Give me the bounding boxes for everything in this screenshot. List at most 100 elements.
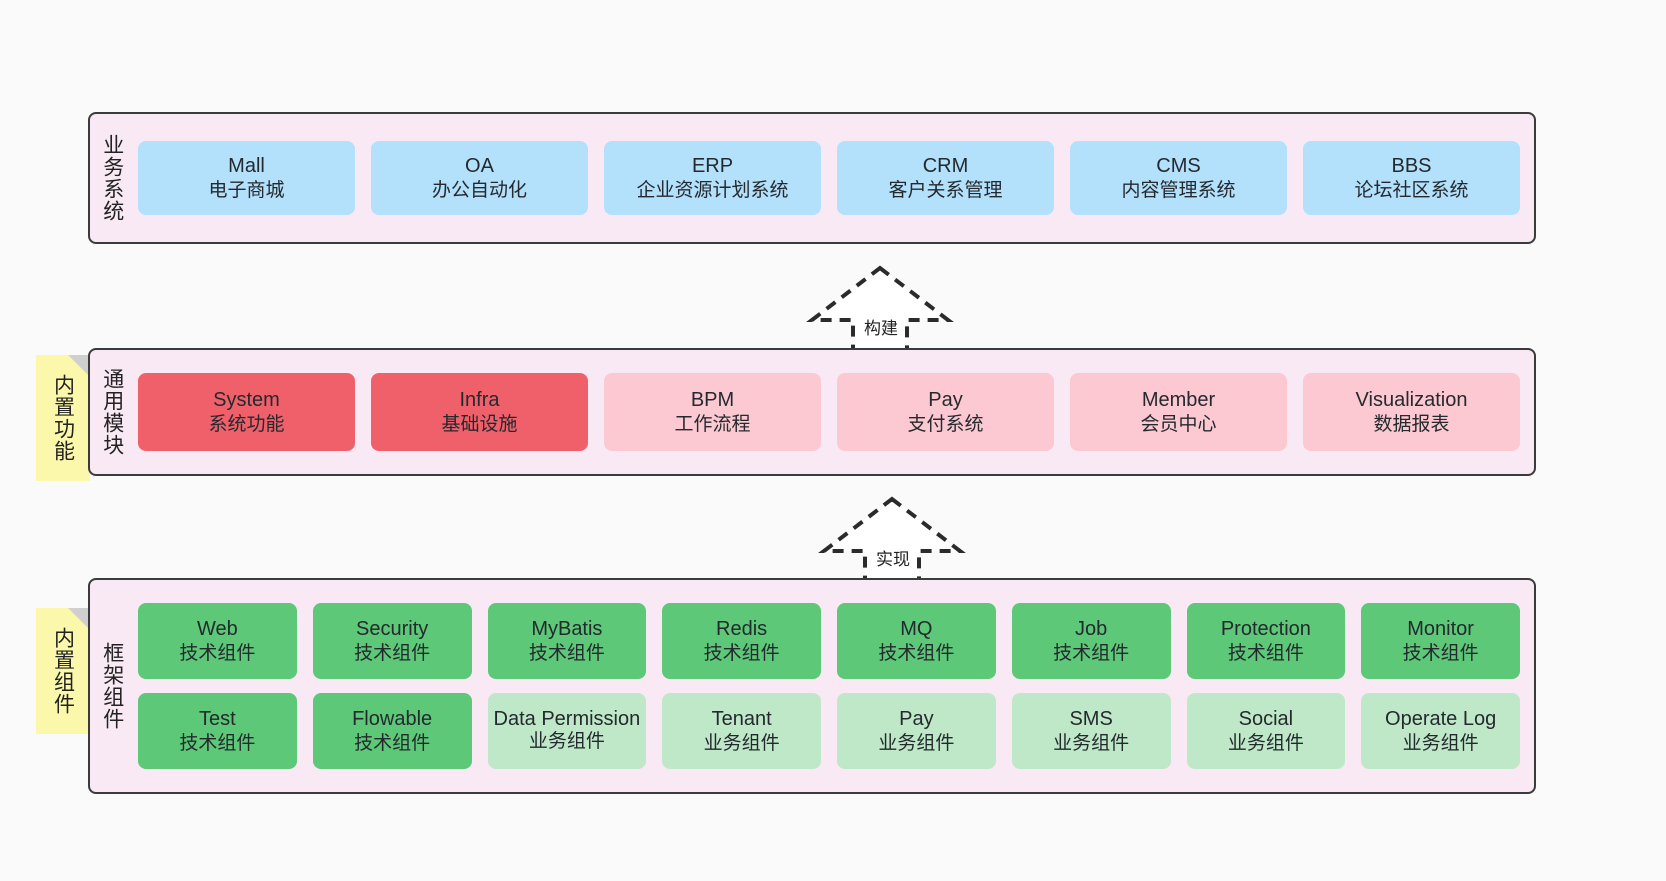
note-label: 内置功能 — [51, 374, 75, 462]
card-infra[interactable]: Infra 基础设施 — [371, 373, 588, 451]
card-mybatis[interactable]: MyBatis 技术组件 — [487, 603, 647, 679]
card-crm[interactable]: CRM 客户关系管理 — [837, 141, 1054, 215]
card-subtitle: 技术组件 — [1402, 642, 1479, 664]
arrow-implement: 实现 — [812, 495, 972, 587]
card-oa[interactable]: OA 办公自动化 — [371, 141, 588, 215]
layer-common-modules: 通用模块 System 系统功能 Infra 基础设施 BPM 工作流程 Pay… — [88, 348, 1536, 476]
card-title: Web — [196, 618, 238, 641]
card-data-permission[interactable]: Data Permission 业务组件 — [487, 693, 647, 769]
card-title: Protection — [1220, 618, 1311, 641]
card-title: Social — [1238, 708, 1294, 731]
card-title: Visualization — [1355, 389, 1468, 412]
card-subtitle: 电子商城 — [208, 179, 285, 201]
card-subtitle: 办公自动化 — [431, 179, 527, 201]
card-title: Pay — [928, 389, 963, 412]
card-title: BPM — [690, 389, 735, 412]
card-title: SMS — [1069, 708, 1113, 731]
card-title: ERP — [691, 155, 734, 178]
card-subtitle: 系统功能 — [208, 413, 285, 435]
layer-title-business-system: 业务系统 — [100, 134, 124, 222]
card-subtitle: 技术组件 — [1227, 642, 1304, 664]
card-subtitle: 数据报表 — [1373, 413, 1450, 435]
card-title: CRM — [922, 155, 969, 178]
framework-components-grid: Web 技术组件 Security 技术组件 MyBatis 技术组件 Redi… — [134, 580, 1534, 792]
card-subtitle: 技术组件 — [528, 642, 605, 664]
card-subtitle: 企业资源计划系统 — [636, 179, 789, 201]
card-subtitle: 业务组件 — [528, 730, 605, 752]
card-subtitle: 基础设施 — [441, 413, 518, 435]
card-subtitle: 内容管理系统 — [1121, 179, 1236, 201]
card-title: Infra — [459, 389, 500, 412]
card-mall[interactable]: Mall 电子商城 — [138, 141, 355, 215]
card-member[interactable]: Member 会员中心 — [1070, 373, 1287, 451]
card-subtitle: 业务组件 — [1402, 732, 1479, 754]
card-subtitle: 业务组件 — [878, 732, 955, 754]
card-subtitle: 技术组件 — [878, 642, 955, 664]
card-job[interactable]: Job 技术组件 — [1011, 603, 1171, 679]
card-subtitle: 技术组件 — [1053, 642, 1130, 664]
card-subtitle: 客户关系管理 — [888, 179, 1003, 201]
card-flowable[interactable]: Flowable 技术组件 — [312, 693, 472, 769]
card-subtitle: 支付系统 — [907, 413, 984, 435]
card-subtitle: 业务组件 — [1227, 732, 1304, 754]
card-title: BBS — [1391, 155, 1432, 178]
arrow-build: 构建 — [800, 264, 960, 356]
card-redis[interactable]: Redis 技术组件 — [662, 603, 821, 679]
layer-title-framework-components: 框架组件 — [100, 642, 124, 730]
card-title: Flowable — [352, 708, 433, 731]
card-system[interactable]: System 系统功能 — [138, 373, 355, 451]
card-title: OA — [465, 155, 494, 178]
card-title: Mall — [228, 155, 265, 178]
card-bpm[interactable]: BPM 工作流程 — [604, 373, 821, 451]
card-title: System — [213, 389, 280, 412]
framework-business-row: Test 技术组件 Flowable 技术组件 Data Permission … — [138, 693, 1520, 769]
card-subtitle: 会员中心 — [1140, 413, 1217, 435]
card-subtitle: 业务组件 — [1053, 732, 1130, 754]
card-subtitle: 技术组件 — [703, 642, 780, 664]
card-subtitle: 技术组件 — [179, 732, 256, 754]
card-operate-log[interactable]: Operate Log 业务组件 — [1361, 693, 1520, 769]
card-subtitle: 论坛社区系统 — [1354, 179, 1469, 201]
card-title: Data Permission — [493, 708, 641, 731]
card-subtitle: 技术组件 — [354, 642, 431, 664]
card-pay[interactable]: Pay 支付系统 — [837, 373, 1054, 451]
card-protection[interactable]: Protection 技术组件 — [1186, 603, 1346, 679]
card-social[interactable]: Social 业务组件 — [1186, 693, 1346, 769]
card-title: Test — [199, 708, 236, 731]
card-subtitle: 技术组件 — [354, 732, 431, 754]
card-title: Pay — [899, 708, 934, 731]
note-label: 内置组件 — [51, 627, 75, 715]
framework-tech-row: Web 技术组件 Security 技术组件 MyBatis 技术组件 Redi… — [138, 603, 1520, 679]
card-erp[interactable]: ERP 企业资源计划系统 — [604, 141, 821, 215]
card-monitor[interactable]: Monitor 技术组件 — [1361, 603, 1520, 679]
card-title: Job — [1075, 618, 1108, 641]
arrow-build-label: 构建 — [864, 319, 898, 338]
card-pay-component[interactable]: Pay 业务组件 — [837, 693, 996, 769]
card-subtitle: 业务组件 — [703, 732, 780, 754]
card-bbs[interactable]: BBS 论坛社区系统 — [1303, 141, 1520, 215]
card-title: Tenant — [711, 708, 772, 731]
arrow-implement-label: 实现 — [876, 550, 910, 569]
card-cms[interactable]: CMS 内容管理系统 — [1070, 141, 1287, 215]
note-builtin-features: 内置功能 — [36, 355, 90, 481]
card-security[interactable]: Security 技术组件 — [312, 603, 472, 679]
common-modules-card-row: System 系统功能 Infra 基础设施 BPM 工作流程 Pay 支付系统… — [134, 350, 1534, 474]
card-sms[interactable]: SMS 业务组件 — [1011, 693, 1171, 769]
card-web[interactable]: Web 技术组件 — [138, 603, 297, 679]
layer-business-system: 业务系统 Mall 电子商城 OA 办公自动化 ERP 企业资源计划系统 CRM… — [88, 112, 1536, 244]
card-title: Security — [356, 618, 429, 641]
card-title: MQ — [900, 618, 933, 641]
card-subtitle: 技术组件 — [179, 642, 256, 664]
card-subtitle: 工作流程 — [674, 413, 751, 435]
card-mq[interactable]: MQ 技术组件 — [837, 603, 996, 679]
card-test[interactable]: Test 技术组件 — [138, 693, 297, 769]
layer-framework-components: 框架组件 Web 技术组件 Security 技术组件 MyBatis 技术组件… — [88, 578, 1536, 794]
card-title: CMS — [1156, 155, 1201, 178]
card-title: MyBatis — [531, 618, 603, 641]
card-tenant[interactable]: Tenant 业务组件 — [662, 693, 821, 769]
card-title: Operate Log — [1385, 708, 1497, 731]
note-builtin-components: 内置组件 — [36, 608, 90, 734]
card-title: Monitor — [1407, 618, 1474, 641]
card-visualization[interactable]: Visualization 数据报表 — [1303, 373, 1520, 451]
